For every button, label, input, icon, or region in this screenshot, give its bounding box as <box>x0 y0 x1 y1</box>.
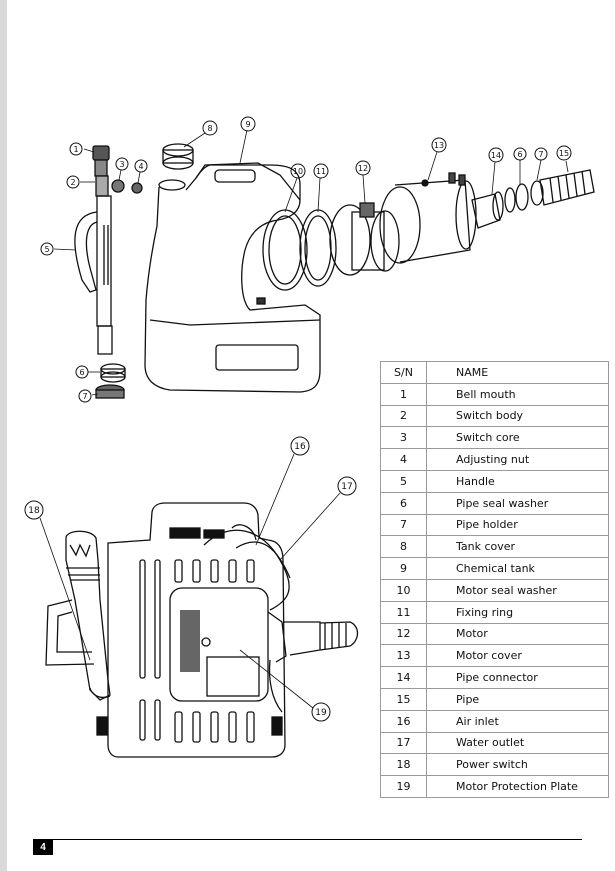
footer-rule <box>33 839 582 840</box>
part-name: Tank cover <box>426 535 609 559</box>
part-sn: 13 <box>380 644 427 668</box>
part-name: Pipe holder <box>426 513 609 537</box>
header-sn: S/N <box>380 361 427 384</box>
callout-16: 16 <box>294 442 306 452</box>
callout-7b: 7 <box>538 150 543 159</box>
part-name: Pipe connector <box>426 666 609 689</box>
part-sn: 8 <box>380 535 427 559</box>
header-name: NAME <box>426 361 609 384</box>
part-name: Motor cover <box>426 644 609 668</box>
part-sn: 17 <box>380 731 427 755</box>
callout-14: 14 <box>491 151 501 160</box>
assembled-callouts: 16 17 18 19 <box>24 436 357 722</box>
callout-10: 10 <box>293 167 303 176</box>
exploded-leader-lines <box>53 129 569 396</box>
part-name: Handle <box>426 469 609 493</box>
part-sn: 11 <box>380 600 427 624</box>
table-header-row: S/N NAME <box>380 361 609 384</box>
part-sn: 2 <box>380 404 427 428</box>
left-margin-bar <box>0 0 7 871</box>
callout-19: 19 <box>315 708 327 718</box>
page-number: 4 <box>33 840 53 855</box>
part-name: Switch body <box>426 404 609 428</box>
callout-5: 5 <box>44 245 49 254</box>
callout-11: 11 <box>316 167 326 176</box>
part-sn: 14 <box>380 666 427 689</box>
part-name: Chemical tank <box>426 557 609 580</box>
part-sn: 12 <box>380 622 427 646</box>
chemical-tank <box>144 143 321 393</box>
pipe-parts <box>471 169 595 229</box>
callout-2: 2 <box>70 178 75 187</box>
callout-18: 18 <box>28 506 40 516</box>
part-sn: 15 <box>380 687 427 711</box>
part-name: Switch core <box>426 426 609 450</box>
callout-9: 9 <box>245 120 250 129</box>
part-name: Motor <box>426 622 609 646</box>
assembled-view-diagram <box>39 453 359 758</box>
part-name: Power switch <box>426 753 609 777</box>
part-name: Water outlet <box>426 731 609 755</box>
callout-8: 8 <box>207 124 212 133</box>
part-sn: 19 <box>380 775 427 798</box>
exploded-callouts: 1 2 3 4 5 6 7 8 9 10 11 12 13 14 15 6 7 <box>40 116 572 403</box>
part-name: Pipe <box>426 687 609 711</box>
part-sn: 18 <box>380 753 427 777</box>
part-sn: 1 <box>380 382 427 406</box>
callout-1: 1 <box>73 145 78 154</box>
callout-17: 17 <box>341 482 352 492</box>
callout-4: 4 <box>138 162 143 171</box>
callout-7: 7 <box>82 392 87 401</box>
part-name: Bell mouth <box>426 382 609 406</box>
part-sn: 7 <box>380 513 427 537</box>
nozzle-assembly <box>74 145 143 399</box>
callout-6: 6 <box>79 368 84 377</box>
motor <box>329 202 400 276</box>
motor-cover <box>379 172 477 264</box>
part-name: Pipe seal washer <box>426 491 609 515</box>
callout-3: 3 <box>119 160 124 169</box>
part-sn: 5 <box>380 469 427 493</box>
callout-15: 15 <box>559 149 569 158</box>
part-sn: 9 <box>380 557 427 580</box>
callout-12: 12 <box>358 164 368 173</box>
part-name: Motor Protection Plate <box>426 775 609 798</box>
part-name: Fixing ring <box>426 600 609 624</box>
callout-13: 13 <box>434 141 444 150</box>
part-sn: 10 <box>380 578 427 602</box>
seal-rings <box>262 209 337 291</box>
callout-6b: 6 <box>517 150 522 159</box>
part-sn: 16 <box>380 709 427 733</box>
part-sn: 4 <box>380 448 427 471</box>
part-name: Motor seal washer <box>426 578 609 602</box>
part-name: Adjusting nut <box>426 448 609 471</box>
part-sn: 3 <box>380 426 427 450</box>
part-sn: 6 <box>380 491 427 515</box>
part-name: Air inlet <box>426 709 609 733</box>
